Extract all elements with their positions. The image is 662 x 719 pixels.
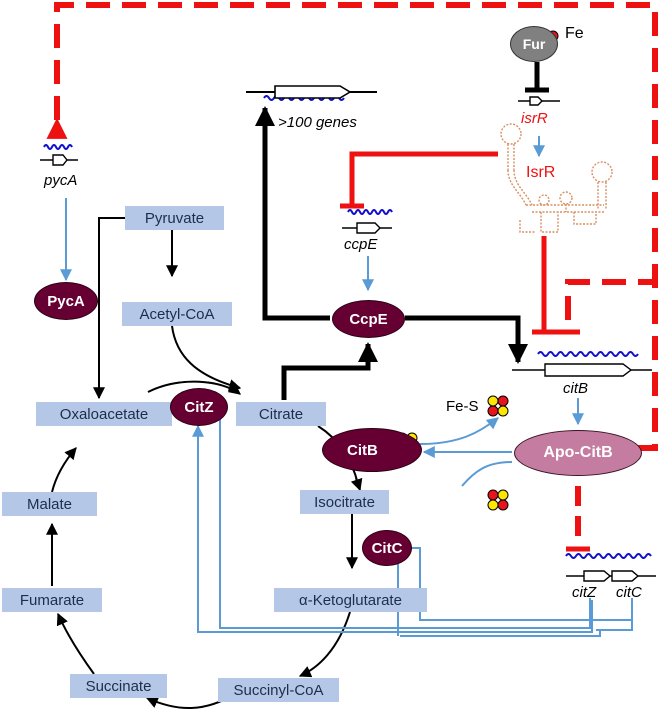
gene-citzc-operon [565, 553, 656, 582]
metabolite-alpha-ketoglutarate: α-Ketoglutarate [274, 588, 427, 612]
gene-label-citc: citC [616, 584, 642, 601]
gene-label-isrr: isrR [521, 110, 548, 127]
fur-repression [525, 62, 549, 93]
metabolite-succinyl-coa: Succinyl-CoA [218, 678, 339, 702]
metabolite-fumarate: Fumarate [2, 588, 102, 612]
metabolite-pyruvate: Pyruvate [125, 206, 224, 230]
isrr-repression-lines [340, 151, 590, 552]
srna-label-isrr: IsrR [526, 164, 556, 181]
gene-pyca [40, 144, 78, 166]
iron-feedback-dashed-lines [46, 2, 658, 546]
protein-fur: Fur [510, 26, 558, 62]
gene-ccpe [342, 209, 393, 234]
fe-s-cluster-upper [487, 395, 509, 417]
cofactor-label-fe: Fe [565, 25, 584, 42]
gene-label-pyca: pycA [44, 172, 78, 189]
fe-s-cluster-lower [487, 489, 509, 511]
metabolite-isocitrate: Isocitrate [300, 490, 389, 514]
metabolite-acetyl-coa: Acetyl-CoA [122, 302, 232, 326]
protein-citz: CitZ [170, 388, 228, 426]
metabolite-citrate: Citrate [236, 402, 326, 426]
gene-label-citz: citZ [572, 584, 597, 601]
gene-label-citb: citB [563, 380, 589, 397]
citz-citc-feedback-arrows [192, 424, 633, 633]
gene-citb [512, 351, 652, 377]
protein-pyca: PycA [34, 282, 98, 320]
metabolite-oxaloacetate: Oxaloacetate [36, 402, 172, 426]
gene-many [246, 85, 377, 101]
metabolite-malate: Malate [2, 492, 97, 516]
metabolite-succinate: Succinate [70, 674, 167, 698]
protein-apo-citb: Apo-CitB [514, 430, 642, 476]
cofactor-label-fe-s: Fe-S [446, 398, 479, 415]
protein-citc: CitC [362, 530, 412, 566]
isrr-srna-structure [500, 123, 613, 233]
protein-ccpe: CcpE [332, 300, 405, 338]
gene-isrr [518, 96, 560, 106]
ccpe-regulation-arrows [255, 106, 528, 400]
gene-label-many: >100 genes [278, 114, 357, 131]
gene-label-ccpe: ccpE [344, 236, 378, 253]
tca-cycle-arrows [46, 217, 363, 709]
protein-citb: CitB [322, 428, 422, 472]
